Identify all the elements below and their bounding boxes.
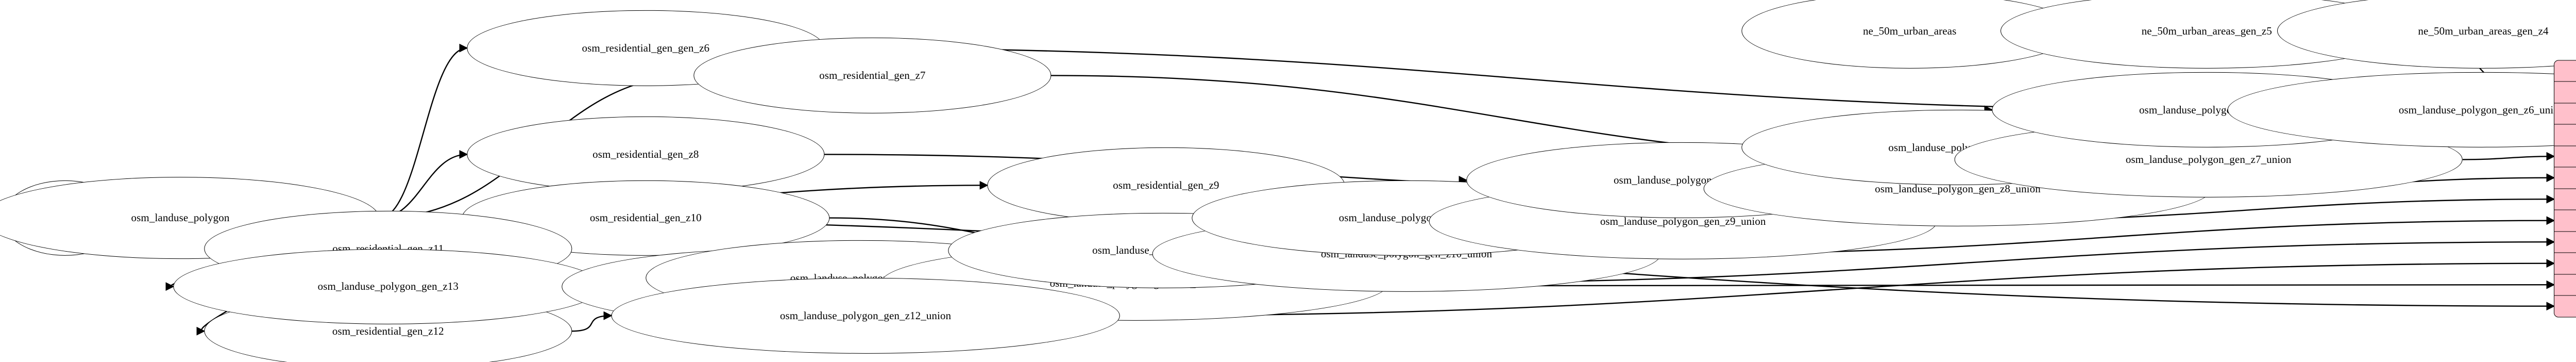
graph-node-label: osm_landuse_polygon xyxy=(131,211,230,224)
record-row-z14plus[interactable]: z14+ xyxy=(2554,295,2576,317)
graph-node-label: ne_50m_urban_areas_gen_z5 xyxy=(2141,24,2272,37)
graph-edge xyxy=(571,311,613,332)
graph-edge xyxy=(379,150,468,219)
record-row-z8[interactable]: z8 xyxy=(2554,167,2576,189)
graph-node-osm-landuse-polygon-gen-z12-union[interactable]: osm_landuse_polygon_gen_z12_union xyxy=(611,277,1120,354)
record-row-z4[interactable]: z4 xyxy=(2554,81,2576,103)
graph-node-label: osm_residential_gen_z10 xyxy=(589,211,702,224)
graph-node-label: osm_landuse_polygon_gen_z13 xyxy=(317,280,459,293)
record-row-z10[interactable]: z10 xyxy=(2554,209,2576,232)
record-row-z5[interactable]: z5 xyxy=(2554,103,2576,124)
graph-node-label: osm_residential_gen_gen_z6 xyxy=(582,41,710,54)
graph-edge xyxy=(2462,152,2555,161)
record-row-z9[interactable]: z9 xyxy=(2554,188,2576,210)
record-row-z6[interactable]: z6 xyxy=(2554,124,2576,146)
graph-node-label: ne_50m_urban_areas xyxy=(1862,24,1957,37)
graph-node-label: osm_residential_gen_z8 xyxy=(592,147,699,160)
graph-node-label: osm_residential_gen_z7 xyxy=(819,69,926,81)
graph-node-label: osm_landuse_polygon_gen_z12_union xyxy=(779,309,952,322)
record-row-z12[interactable]: z12 xyxy=(2554,252,2576,274)
graph-edge xyxy=(1120,259,2555,317)
record-row-z13[interactable]: z13 xyxy=(2554,274,2576,295)
graph-node-label: osm_landuse_polygon_gen_z7_union xyxy=(2125,153,2292,166)
record-row-z11[interactable]: z11 xyxy=(2554,231,2576,253)
graph-node-osm-landuse-polygon-gen-z13[interactable]: osm_landuse_polygon_gen_z13 xyxy=(173,249,603,324)
record-title: layer_landuse xyxy=(2554,60,2576,81)
graph-node-osm-residential-gen-z7[interactable]: osm_residential_gen_z7 xyxy=(693,38,1051,113)
graph-edge xyxy=(824,47,2229,114)
graph-edge xyxy=(1389,237,2555,284)
graph-node-label: osm_residential_gen_z9 xyxy=(1113,178,1219,191)
graph-node-osm-residential-gen-z8[interactable]: osm_residential_gen_z8 xyxy=(467,117,824,192)
record-node-layer-landuse[interactable]: layer_landusez4z5z6z7z8z9z10z11z12z13z14… xyxy=(2553,60,2576,318)
graph-node-label: ne_50m_urban_areas_gen_z4 xyxy=(2418,24,2549,37)
graph-edge xyxy=(379,43,468,219)
record-row-z7[interactable]: z7 xyxy=(2554,145,2576,167)
graph-node-label: osm_landuse_polygon_gen_z9_union xyxy=(1600,215,1766,227)
graph-node-label: osm_landuse_polygon_gen_z6_union xyxy=(2398,103,2565,116)
graph-node-label: osm_residential_gen_z12 xyxy=(332,324,444,337)
graph-node-label: osm_landuse_polygon_gen_z8_union xyxy=(1875,182,2041,195)
